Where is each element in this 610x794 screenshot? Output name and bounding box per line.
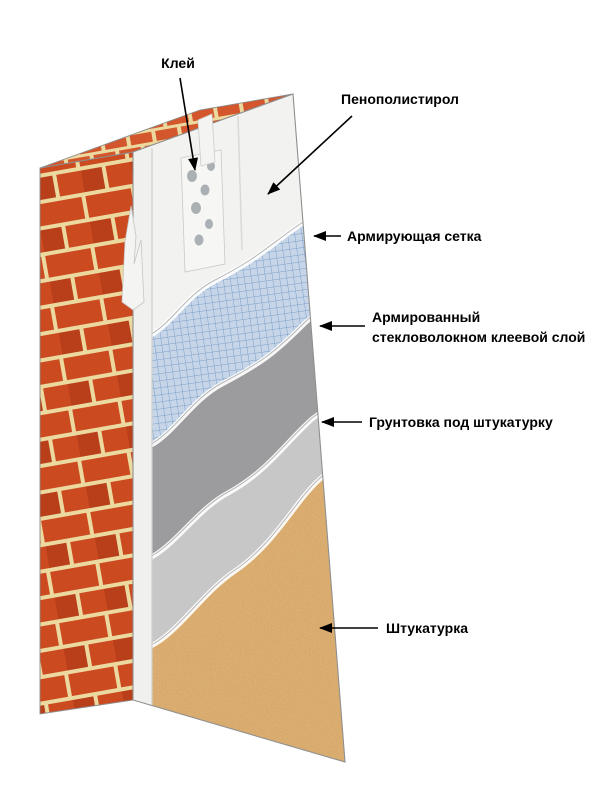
foam-edge-strip [133,148,152,706]
primer-label: Грунтовка под штукатурку [369,414,553,430]
reinforced-label-line1: Армированный [372,309,480,325]
glue-board [180,149,226,273]
glue-arrow [179,77,199,171]
polystyrene-arrow [267,115,353,195]
glue-dab [194,234,204,246]
primer-edge-highlight [133,444,345,654]
foam-board-shard [121,205,145,311]
glue-board-face [180,149,226,273]
brick-wall-front-face [39,151,134,715]
glue-dab [187,170,197,182]
layer-cascade [133,94,345,762]
glue-dab [200,184,210,196]
mesh-label: Армирующая сетка [347,228,482,244]
glue-dabs [187,161,215,246]
glue-label: Клей [161,55,195,71]
plaster-label: Штукатурка [386,620,468,636]
glue-dab [205,219,213,229]
foam-board-seam [237,115,243,251]
polystyrene-label: Пенополистирол [341,91,459,107]
cascade-outline [132,93,346,763]
glue-dab [191,202,201,214]
reinforced-label-line2: стекловолокном клеевой слой [372,329,585,345]
foam-tongue [197,113,216,167]
callouts: Клей Пенополистирол Армирующая сетка Арм… [161,55,585,636]
